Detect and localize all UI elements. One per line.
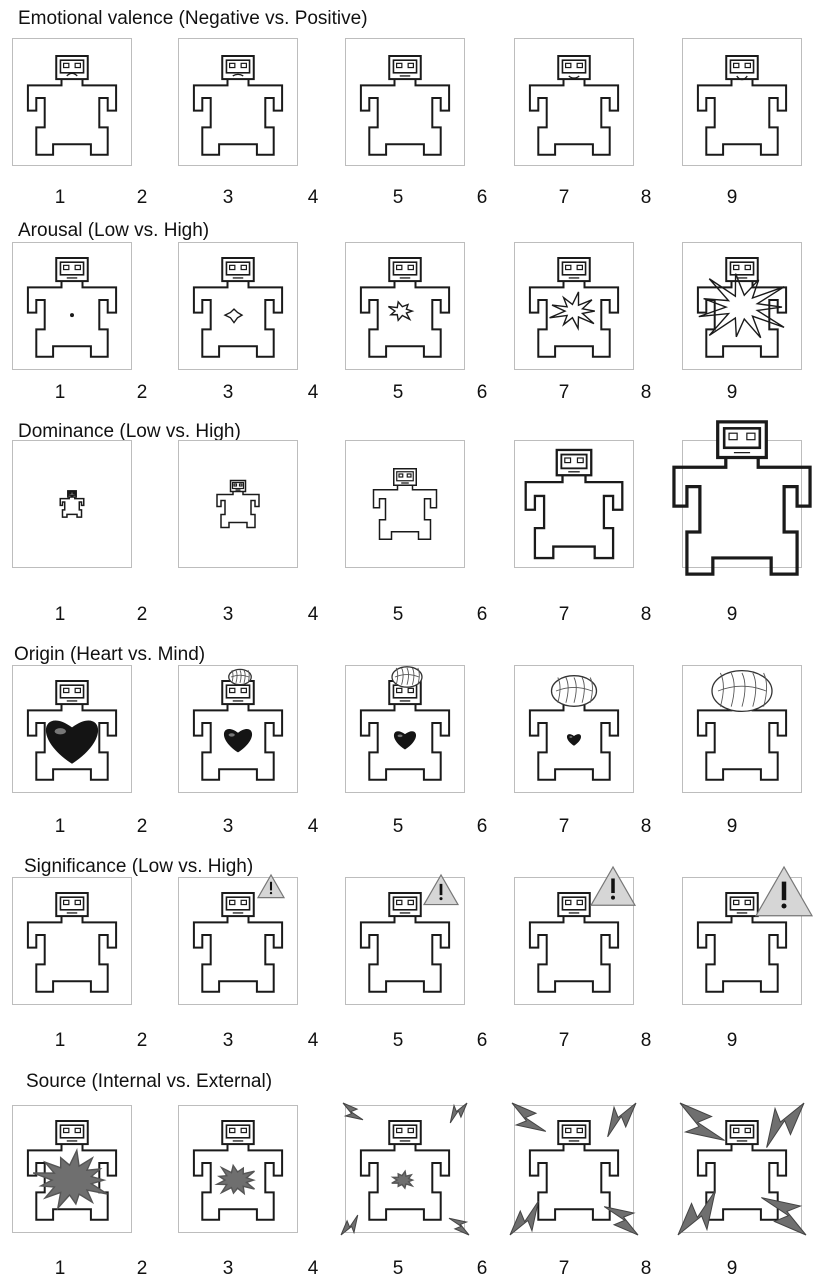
- scale-option-9[interactable]: 9: [720, 816, 744, 838]
- scale-option-8[interactable]: 8: [634, 187, 658, 209]
- scale-option-7[interactable]: 7: [552, 1258, 576, 1280]
- scale-option-1[interactable]: 1: [48, 187, 72, 209]
- sam-panel-3[interactable]: [178, 242, 298, 370]
- scale-option-1[interactable]: 1: [48, 604, 72, 626]
- scale-option-7[interactable]: 7: [552, 1030, 576, 1052]
- scale-option-6[interactable]: 6: [470, 1030, 494, 1052]
- scale-option-6[interactable]: 6: [470, 1258, 494, 1280]
- scale-option-2[interactable]: 2: [130, 187, 154, 209]
- scale-option-8[interactable]: 8: [634, 1030, 658, 1052]
- scale-option-5[interactable]: 5: [386, 187, 410, 209]
- sam-panel-7[interactable]: [514, 38, 634, 166]
- scale-option-2[interactable]: 2: [130, 604, 154, 626]
- scale-option-5[interactable]: 5: [386, 604, 410, 626]
- scale-option-8[interactable]: 8: [634, 604, 658, 626]
- sam-panel-9[interactable]: [682, 877, 802, 1005]
- row-title: Source (Internal vs. External): [26, 1071, 272, 1093]
- rating-scale: 1 2 3 4 5 6 7 8 9: [0, 604, 829, 628]
- scale-option-9[interactable]: 9: [720, 382, 744, 404]
- scale-option-6[interactable]: 6: [470, 382, 494, 404]
- row-title: Significance (Low vs. High): [24, 856, 253, 878]
- sam-panel-1[interactable]: [12, 440, 132, 568]
- row-title: Emotional valence (Negative vs. Positive…: [18, 8, 368, 30]
- rating-scale: 1 2 3 4 5 6 7 8 9: [0, 1258, 829, 1282]
- scale-option-7[interactable]: 7: [552, 816, 576, 838]
- scale-option-8[interactable]: 8: [634, 816, 658, 838]
- sam-panel-3[interactable]: [178, 665, 298, 793]
- sam-panel-3[interactable]: [178, 440, 298, 568]
- scale-option-1[interactable]: 1: [48, 816, 72, 838]
- rating-scale: 1 2 3 4 5 6 7 8 9: [0, 382, 829, 406]
- scale-option-4[interactable]: 4: [301, 187, 325, 209]
- rating-scale: 1 2 3 4 5 6 7 8 9: [0, 187, 829, 211]
- rating-scale: 1 2 3 4 5 6 7 8 9: [0, 1030, 829, 1054]
- scale-option-3[interactable]: 3: [216, 1030, 240, 1052]
- scale-option-2[interactable]: 2: [130, 1258, 154, 1280]
- scale-option-3[interactable]: 3: [216, 187, 240, 209]
- scale-option-2[interactable]: 2: [130, 1030, 154, 1052]
- scale-option-9[interactable]: 9: [720, 1258, 744, 1280]
- sam-panel-3[interactable]: [178, 1105, 298, 1233]
- scale-option-2[interactable]: 2: [130, 382, 154, 404]
- sam-panel-9[interactable]: [682, 440, 802, 568]
- scale-option-7[interactable]: 7: [552, 382, 576, 404]
- sam-panel-9[interactable]: [682, 38, 802, 166]
- scale-option-9[interactable]: 9: [720, 187, 744, 209]
- scale-option-5[interactable]: 5: [386, 1030, 410, 1052]
- sam-panel-3[interactable]: [178, 38, 298, 166]
- scale-option-3[interactable]: 3: [216, 816, 240, 838]
- scale-option-5[interactable]: 5: [386, 1258, 410, 1280]
- scale-option-4[interactable]: 4: [301, 382, 325, 404]
- sam-panel-7[interactable]: [514, 440, 634, 568]
- sam-panel-1[interactable]: [12, 665, 132, 793]
- scale-option-5[interactable]: 5: [386, 382, 410, 404]
- sam-panel-7[interactable]: [514, 1105, 634, 1233]
- sam-panel-7[interactable]: [514, 665, 634, 793]
- scale-option-7[interactable]: 7: [552, 187, 576, 209]
- sam-panel-1[interactable]: [12, 242, 132, 370]
- sam-panel-5[interactable]: [345, 1105, 465, 1233]
- row-title: Arousal (Low vs. High): [18, 220, 209, 242]
- scale-option-1[interactable]: 1: [48, 1258, 72, 1280]
- scale-option-6[interactable]: 6: [470, 187, 494, 209]
- sam-panel-1[interactable]: [12, 1105, 132, 1233]
- scale-option-2[interactable]: 2: [130, 816, 154, 838]
- sam-panel-7[interactable]: [514, 877, 634, 1005]
- sam-panel-3[interactable]: [178, 877, 298, 1005]
- scale-option-3[interactable]: 3: [216, 604, 240, 626]
- scale-option-3[interactable]: 3: [216, 382, 240, 404]
- sam-panel-5[interactable]: [345, 242, 465, 370]
- scale-option-8[interactable]: 8: [634, 382, 658, 404]
- scale-option-4[interactable]: 4: [301, 1258, 325, 1280]
- sam-panel-5[interactable]: [345, 665, 465, 793]
- sam-panel-5[interactable]: [345, 877, 465, 1005]
- scale-option-3[interactable]: 3: [216, 1258, 240, 1280]
- scale-option-6[interactable]: 6: [470, 604, 494, 626]
- rating-scale: 1 2 3 4 5 6 7 8 9: [0, 816, 829, 840]
- scale-option-4[interactable]: 4: [301, 1030, 325, 1052]
- sam-panel-9[interactable]: [682, 242, 802, 370]
- sam-panel-7[interactable]: [514, 242, 634, 370]
- scale-option-1[interactable]: 1: [48, 1030, 72, 1052]
- scale-option-7[interactable]: 7: [552, 604, 576, 626]
- sam-panel-9[interactable]: [682, 1105, 802, 1233]
- sam-panel-1[interactable]: [12, 877, 132, 1005]
- scale-option-8[interactable]: 8: [634, 1258, 658, 1280]
- row-title: Origin (Heart vs. Mind): [14, 644, 205, 666]
- scale-option-4[interactable]: 4: [301, 604, 325, 626]
- sam-panel-1[interactable]: [12, 38, 132, 166]
- scale-option-5[interactable]: 5: [386, 816, 410, 838]
- scale-option-9[interactable]: 9: [720, 1030, 744, 1052]
- scale-option-6[interactable]: 6: [470, 816, 494, 838]
- sam-panel-9[interactable]: [682, 665, 802, 793]
- sam-panel-5[interactable]: [345, 440, 465, 568]
- sam-panel-5[interactable]: [345, 38, 465, 166]
- scale-option-9[interactable]: 9: [720, 604, 744, 626]
- scale-option-4[interactable]: 4: [301, 816, 325, 838]
- scale-option-1[interactable]: 1: [48, 382, 72, 404]
